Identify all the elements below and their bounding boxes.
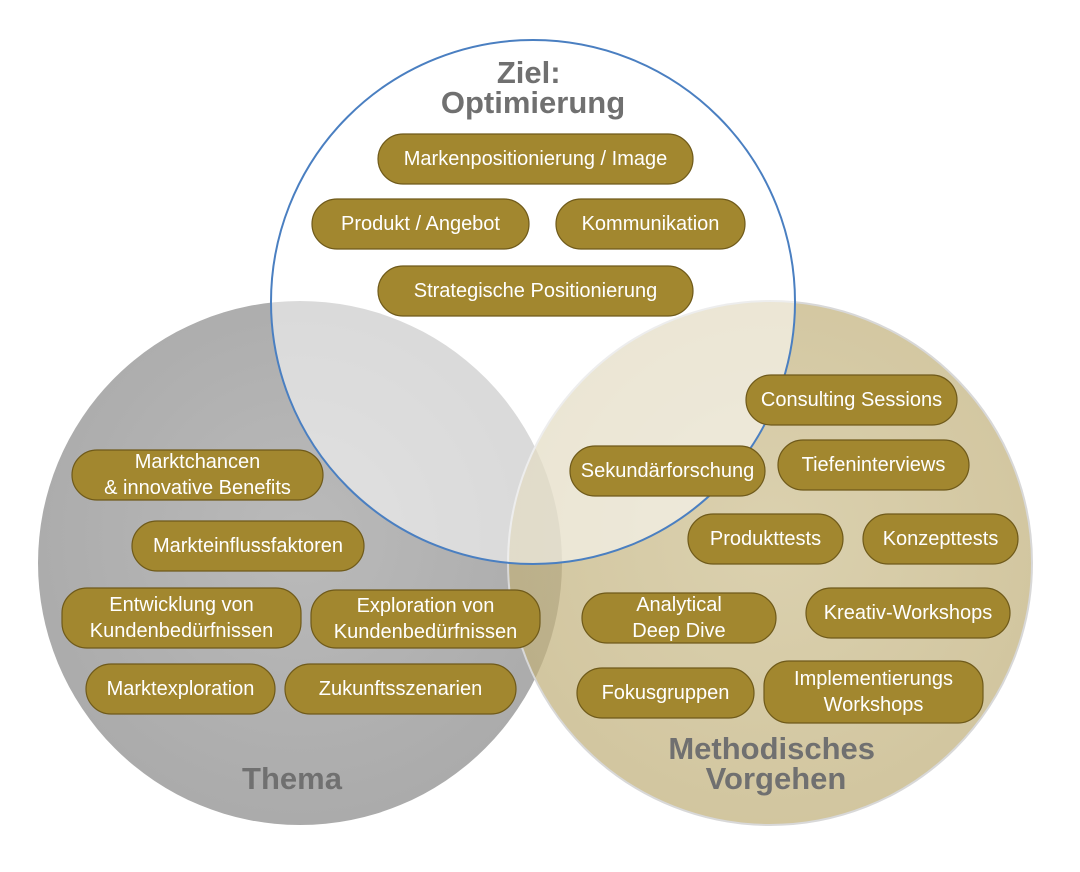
pill-background [284, 663, 517, 715]
pill-label: Produkt / Angebot [341, 213, 500, 235]
pill-background [777, 439, 970, 491]
pill-background [569, 445, 766, 497]
pill-label: Analytical [636, 594, 722, 616]
pill-marktexploration: Marktexploration [85, 663, 276, 715]
pill-markteinflussfaktoren: Markteinflussfaktoren [131, 520, 365, 572]
pill-label: & innovative Benefits [104, 477, 291, 499]
pill-background [581, 592, 777, 644]
pill-label: Kundenbedürfnissen [334, 621, 517, 643]
goal-label-line: Ziel: [497, 55, 561, 90]
pill-background [763, 660, 984, 724]
method-label: Methodisches Vorgehen [668, 731, 883, 796]
pill-label: Deep Dive [632, 620, 725, 642]
goal-label: Ziel: Optimierung [441, 55, 625, 120]
pill-background [687, 513, 844, 565]
pill-kommunikation: Kommunikation [555, 198, 746, 250]
pill-produkttests: Produkttests [687, 513, 844, 565]
method-label-line: Vorgehen [706, 761, 847, 796]
pill-label: Entwicklung von [109, 594, 254, 616]
pill-label: Strategische Positionierung [414, 280, 657, 302]
pill-background [862, 513, 1019, 565]
pill-background [805, 587, 1011, 639]
method-label-line: Methodisches [668, 731, 875, 766]
pill-fokusgruppen: Fokusgruppen [576, 667, 755, 719]
pill-label: Tiefeninterviews [802, 454, 946, 476]
pill-background [576, 667, 755, 719]
pill-label: Marktexploration [107, 678, 255, 700]
pill-label: Konzepttests [883, 528, 999, 550]
pill-sekundaerforschung: Sekundärforschung [569, 445, 766, 497]
pill-label: Markenpositionierung / Image [404, 148, 667, 170]
pill-background [377, 265, 694, 317]
pill-strategische-positionierung: Strategische Positionierung [377, 265, 694, 317]
pill-label: Markteinflussfaktoren [153, 535, 343, 557]
pill-label: Kommunikation [582, 213, 720, 235]
topic-label: Thema [242, 761, 343, 796]
pill-konzepttests: Konzepttests [862, 513, 1019, 565]
pill-label: Marktchancen [135, 451, 261, 473]
pill-label: Consulting Sessions [761, 389, 942, 411]
pill-label: Sekundärforschung [581, 460, 754, 482]
pill-markenpositionierung-image: Markenpositionierung / Image [377, 133, 694, 185]
pill-background [61, 587, 302, 649]
pill-background [311, 198, 530, 250]
pill-background [555, 198, 746, 250]
pill-label: Implementierungs [794, 668, 953, 690]
pill-label: Kundenbedürfnissen [90, 620, 273, 642]
pill-background [71, 449, 324, 501]
pill-consulting-sessions: Consulting Sessions [745, 374, 958, 426]
pill-label: Fokusgruppen [602, 682, 730, 704]
pill-background [85, 663, 276, 715]
pill-label: Zukunftsszenarien [319, 678, 482, 700]
pill-produkt-angebot: Produkt / Angebot [311, 198, 530, 250]
pill-background [131, 520, 365, 572]
pill-background [310, 589, 541, 649]
pill-background [377, 133, 694, 185]
pill-marktchancen-innovative-benefits: Marktchancen & innovative Benefits [71, 449, 324, 501]
goal-label-line: Optimierung [441, 85, 625, 120]
topic-label-line: Thema [242, 761, 343, 796]
pill-label: Exploration von [357, 595, 495, 617]
pill-label: Workshops [824, 694, 924, 716]
pill-background [745, 374, 958, 426]
pill-kreativ-workshops: Kreativ-Workshops [805, 587, 1011, 639]
pill-label: Produkttests [710, 528, 821, 550]
pill-label: Kreativ-Workshops [824, 602, 993, 624]
pill-zukunftsszenarien: Zukunftsszenarien [284, 663, 517, 715]
pill-tiefeninterviews: Tiefeninterviews [777, 439, 970, 491]
